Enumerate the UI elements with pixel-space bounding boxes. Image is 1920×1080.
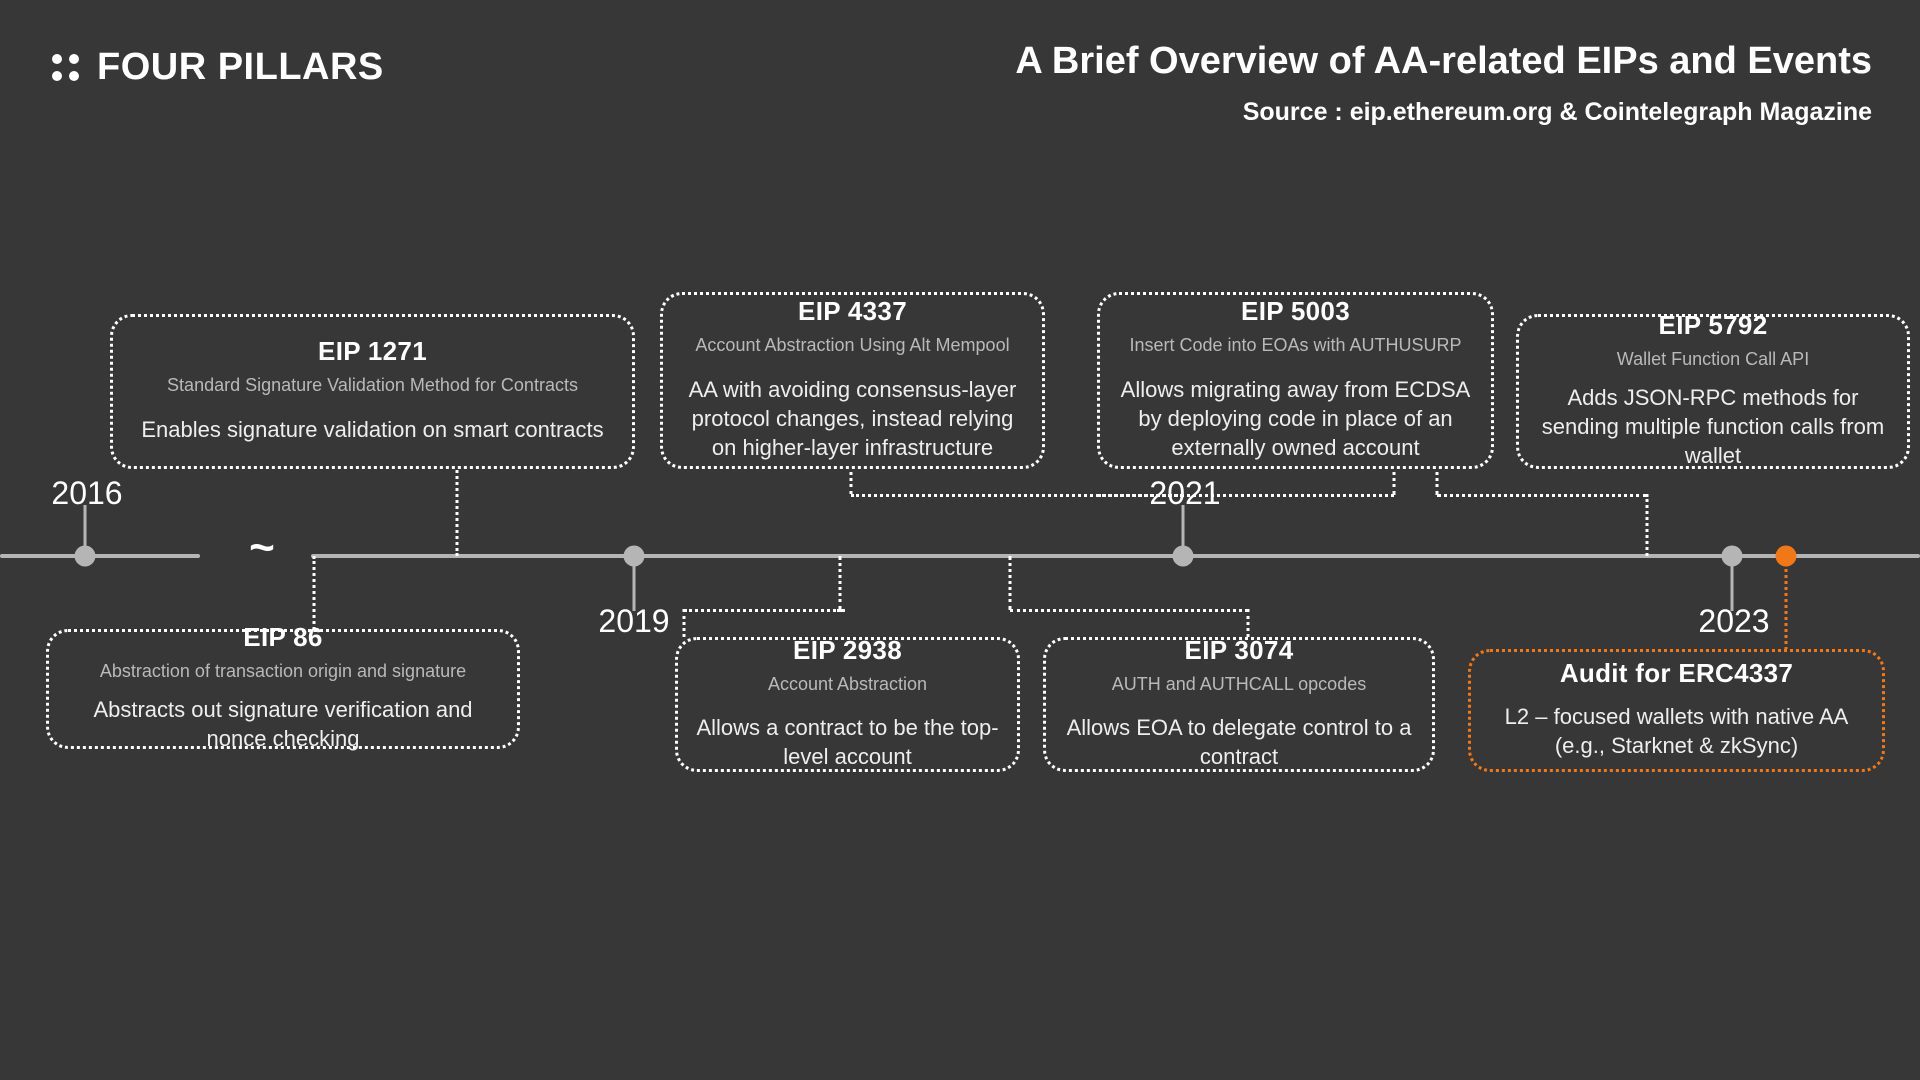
year-label-2021: 2021 <box>1149 475 1221 511</box>
timeline-break-symbol: ~ <box>249 523 275 572</box>
connector-eip2938-v1 <box>838 556 842 610</box>
card-eip2938-title: EIP 2938 <box>793 634 902 665</box>
card-audit-erc4337[interactable]: Audit for ERC4337 L2 – focused wallets w… <box>1468 649 1885 772</box>
header-block: A Brief Overview of AA-related EIPs and … <box>1015 40 1872 127</box>
card-eip86-subtitle: Abstraction of transaction origin and si… <box>99 660 467 681</box>
card-audit-title: Audit for ERC4337 <box>1559 658 1794 689</box>
timeline-axis-left <box>0 554 200 558</box>
card-eip5003-title: EIP 5003 <box>1241 296 1350 327</box>
page-title: A Brief Overview of AA-related EIPs and … <box>1015 40 1872 82</box>
timeline-stem-2019 <box>632 563 636 611</box>
card-eip4337-title: EIP 4337 <box>798 296 907 327</box>
card-eip3074-title: EIP 3074 <box>1184 634 1294 665</box>
card-eip1271-title: EIP 1271 <box>318 336 427 367</box>
card-eip5792-subtitle: Wallet Function Call API <box>1616 348 1810 369</box>
connector-eip1271 <box>455 459 459 556</box>
card-eip4337[interactable]: EIP 4337 Account Abstraction Using Alt M… <box>660 292 1045 469</box>
card-eip5792-description: Adds JSON-RPC methods for sending multip… <box>1541 385 1885 469</box>
card-eip86-description: Abstracts out signature verification and… <box>93 697 473 752</box>
card-eip4337-description: AA with avoiding consensus-layer protoco… <box>688 376 1017 460</box>
source-line: Source : eip.ethereum.org & Cointelegrap… <box>1242 97 1872 126</box>
card-eip5003-description: Allows migrating away from ECDSA by depl… <box>1120 376 1471 460</box>
card-eip86-title: EIP 86 <box>243 621 323 652</box>
timeline-stem-2021 <box>1181 505 1185 553</box>
card-eip2938-subtitle: Account Abstraction <box>767 673 928 694</box>
connector-eip4337-v1 <box>849 459 853 494</box>
brand-name: FOUR PILLARS <box>97 46 384 88</box>
connector-eip3074-h <box>1010 609 1248 612</box>
connector-eip5003-v <box>1392 459 1396 495</box>
card-eip3074[interactable]: EIP 3074 AUTH and AUTHCALL opcodes Allow… <box>1043 634 1435 772</box>
connector-eip5792-v1 <box>1435 459 1439 495</box>
connector-eip3074-v1 <box>1008 556 1012 610</box>
timeline-stem-2023 <box>1730 563 1734 611</box>
timeline-node-2021[interactable] <box>1172 545 1194 567</box>
connector-eip86-v <box>312 556 316 630</box>
year-label-2019: 2019 <box>598 603 670 639</box>
brand-logo: FOUR PILLARS <box>52 48 384 86</box>
card-eip1271-description: Enables signature validation on smart co… <box>141 416 604 442</box>
connector-eip5792-v2 <box>1645 494 1649 556</box>
timeline-node-2019[interactable] <box>623 545 645 567</box>
card-eip1271-subtitle: Standard Signature Validation Method for… <box>167 375 578 396</box>
connector-eip5003-h <box>1098 494 1394 497</box>
connector-eip4337-h <box>851 494 1183 497</box>
connector-eip5792-h <box>1437 494 1647 497</box>
card-eip1271[interactable]: EIP 1271 Standard Signature Validation M… <box>110 314 635 469</box>
timeline-node-2016[interactable] <box>74 545 96 567</box>
timeline-axis-right <box>311 554 1920 558</box>
connector-eip3074-v2 <box>1246 609 1250 637</box>
card-eip4337-subtitle: Account Abstraction Using Alt Mempool <box>695 335 1010 356</box>
year-label-2023: 2023 <box>1698 603 1770 639</box>
card-audit-description: L2 – focused wallets with native AA (e.g… <box>1504 703 1849 758</box>
connector-eip2938-h2 <box>840 609 842 612</box>
card-eip3074-description: Allows EOA to delegate control to a cont… <box>1066 715 1412 770</box>
card-eip3074-subtitle: AUTH and AUTHCALL opcodes <box>1111 673 1367 694</box>
timeline-stem-2016 <box>83 505 87 553</box>
card-eip5003[interactable]: EIP 5003 Insert Code into EOAs with AUTH… <box>1097 292 1494 469</box>
card-eip2938[interactable]: EIP 2938 Account Abstraction Allows a co… <box>675 634 1020 772</box>
four-dots-icon <box>52 53 79 81</box>
card-eip5792-title: EIP 5792 <box>1658 309 1768 340</box>
card-eip2938-description: Allows a contract to be the top-level ac… <box>696 715 999 770</box>
card-eip86[interactable]: EIP 86 Abstraction of transaction origin… <box>46 622 520 751</box>
connector-eip2938-v2 <box>682 609 686 637</box>
card-eip5792[interactable]: EIP 5792 Wallet Function Call API Adds J… <box>1516 309 1910 469</box>
timeline-node-2023[interactable] <box>1721 545 1743 567</box>
card-eip5003-subtitle: Insert Code into EOAs with AUTHUSURP <box>1129 335 1462 356</box>
connector-eip2938-arm-left <box>684 609 841 612</box>
year-label-2016: 2016 <box>51 475 123 511</box>
